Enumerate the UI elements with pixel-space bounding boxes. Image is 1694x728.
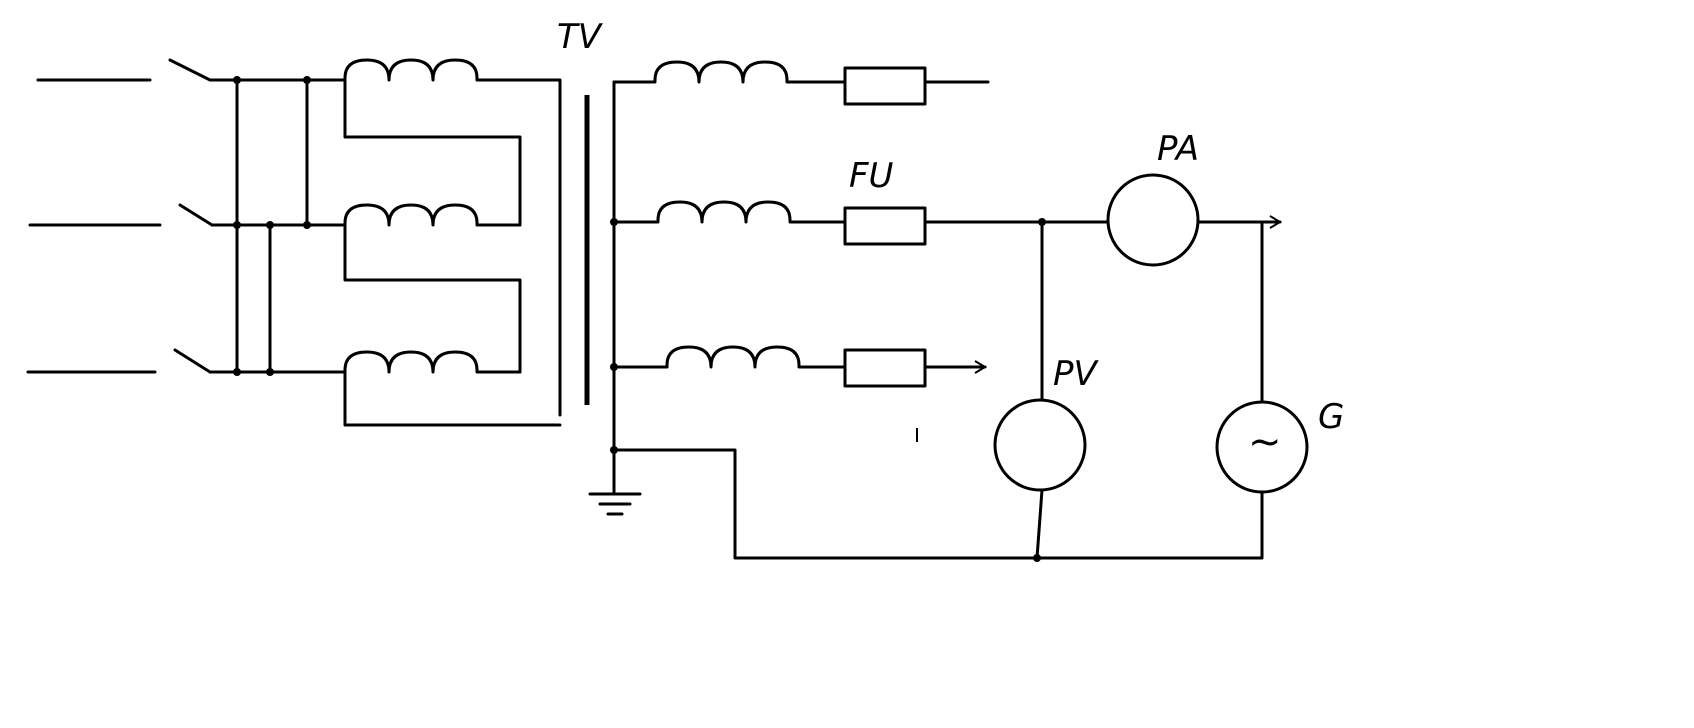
incoming-lines — [26, 78, 162, 374]
ammeter — [1106, 173, 1200, 267]
secondary-winding-2 — [612, 200, 1110, 224]
ground-symbol — [588, 492, 642, 516]
ammeter-label: PA — [1157, 129, 1199, 169]
return-line — [612, 448, 1264, 562]
fuse-label: FU — [849, 156, 894, 196]
voltmeter-label: PV — [1053, 354, 1100, 394]
secondary-winding-1 — [612, 60, 990, 84]
three-pole-switch — [168, 58, 347, 374]
primary-winding-3 — [343, 223, 562, 427]
primary-winding-2 — [343, 78, 522, 227]
measurement-wiring — [1035, 215, 1282, 560]
primary-bus — [233, 76, 311, 376]
fuse-3 — [843, 348, 927, 388]
generator — [1215, 400, 1309, 494]
generator-symbol: ~ — [1248, 419, 1282, 465]
secondary-winding-3 — [612, 345, 987, 374]
voltmeter — [993, 398, 1087, 492]
generator-label: G — [1318, 397, 1344, 437]
primary-winding-1 — [343, 58, 562, 417]
fuse-2 — [843, 206, 927, 246]
secondary-neutral — [610, 80, 618, 494]
transformer-label: TV — [557, 17, 604, 57]
fuse-1 — [843, 66, 927, 106]
